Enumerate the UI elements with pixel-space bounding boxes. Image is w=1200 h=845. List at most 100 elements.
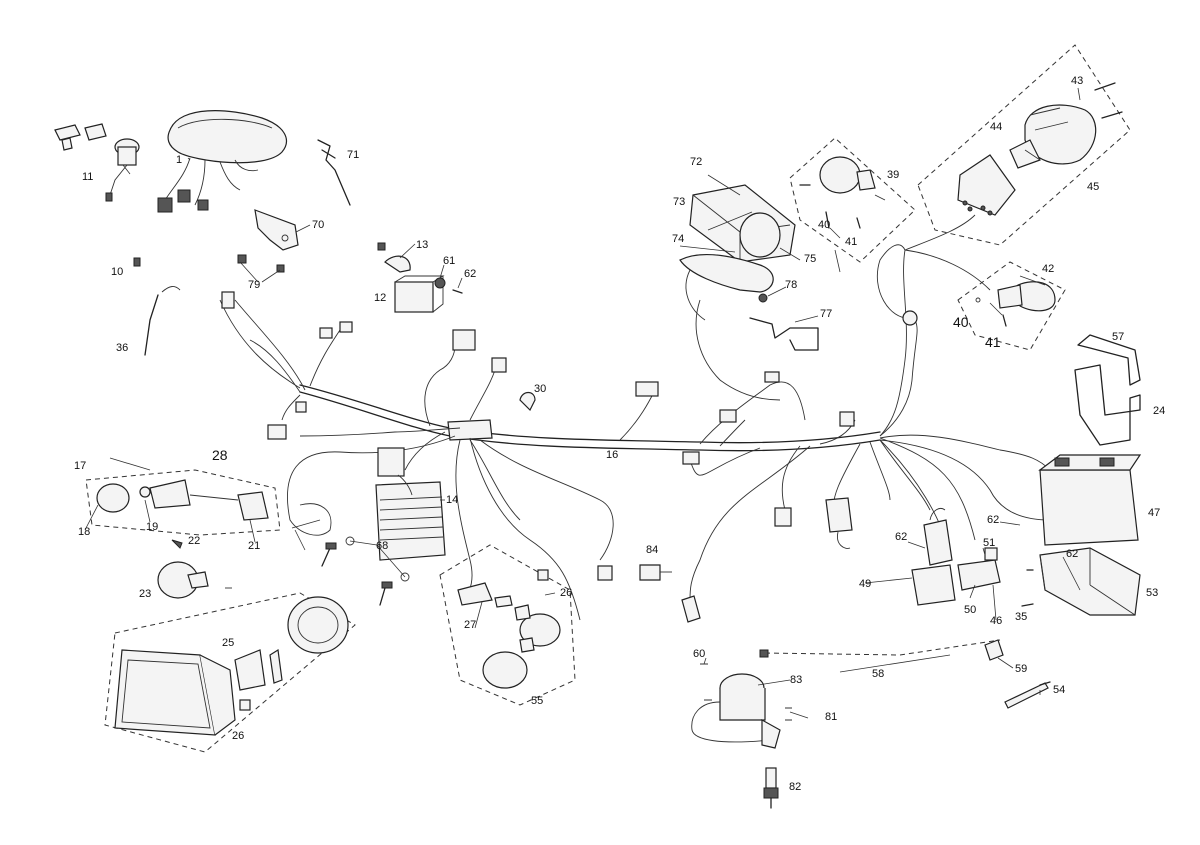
rear-indicator-group-42 — [902, 261, 1066, 351]
screw-35 — [1021, 569, 1034, 607]
label-70: 70 — [312, 219, 324, 231]
label-1: 1 — [176, 154, 182, 166]
horn-23 — [157, 539, 232, 599]
label-62-d: 62 — [1066, 548, 1078, 560]
bracket-70 — [254, 209, 299, 251]
label-71: 71 — [347, 149, 359, 161]
label-35: 35 — [1015, 611, 1027, 623]
label-19: 19 — [146, 521, 158, 533]
strap-54 — [1004, 681, 1051, 709]
label-43: 43 — [1071, 75, 1083, 87]
headlamp-group — [104, 592, 356, 753]
relay-12 — [394, 275, 445, 313]
nuts-79 — [237, 254, 285, 273]
label-17: 17 — [74, 460, 86, 472]
rear-indicator-group-39 — [789, 137, 916, 263]
label-44: 44 — [990, 121, 1002, 133]
label-59: 59 — [1015, 663, 1027, 675]
battery-tray-53 — [1039, 547, 1141, 616]
label-26-b: 26 — [560, 587, 572, 599]
label-42: 42 — [1042, 263, 1054, 275]
label-40-b: 40 — [953, 314, 969, 330]
regulator-14 — [375, 447, 446, 561]
label-36: 36 — [116, 342, 128, 354]
bracket-77 — [749, 293, 819, 351]
label-54: 54 — [1053, 684, 1065, 696]
label-21: 21 — [248, 540, 260, 552]
label-28: 28 — [212, 447, 228, 463]
screws-68 — [321, 536, 410, 606]
leader-lines — [85, 87, 1081, 719]
wire-36 — [144, 286, 181, 356]
label-40-a: 40 — [818, 219, 830, 231]
cable-58 — [759, 639, 1004, 661]
grommet-61 — [434, 277, 446, 289]
label-24: 24 — [1153, 405, 1165, 417]
label-72: 72 — [690, 156, 702, 168]
connector-cluster-top — [221, 291, 855, 527]
label-81: 81 — [825, 711, 837, 723]
label-77: 77 — [820, 308, 832, 320]
label-78: 78 — [785, 279, 797, 291]
label-53: 53 — [1146, 587, 1158, 599]
label-22: 22 — [188, 535, 200, 547]
battery-cover-24 — [1074, 364, 1141, 446]
label-47: 47 — [1148, 507, 1160, 519]
label-25-a: 25 — [222, 637, 234, 649]
label-73: 73 — [673, 196, 685, 208]
label-13: 13 — [416, 239, 428, 251]
label-57: 57 — [1112, 331, 1124, 343]
label-39: 39 — [887, 169, 899, 181]
strap-57 — [1077, 334, 1141, 386]
label-68: 68 — [376, 540, 388, 552]
label-16: 16 — [606, 449, 618, 461]
label-50: 50 — [964, 604, 976, 616]
label-79: 79 — [248, 279, 260, 291]
label-41-b: 41 — [985, 334, 1001, 350]
label-75: 75 — [804, 253, 816, 265]
sensor-84 — [639, 564, 672, 581]
front-indicator-group-28 — [85, 469, 281, 536]
label-55: 55 — [531, 695, 543, 707]
indicator-group-55 — [439, 544, 576, 706]
label-18: 18 — [78, 526, 90, 538]
label-74: 74 — [672, 233, 684, 245]
label-45: 45 — [1087, 181, 1099, 193]
label-10: 10 — [111, 266, 123, 278]
label-27: 27 — [464, 619, 476, 631]
label-60: 60 — [693, 648, 705, 660]
label-26-a: 26 — [232, 730, 244, 742]
bulb-10 — [133, 257, 141, 267]
label-30: 30 — [534, 383, 546, 395]
label-49: 49 — [859, 578, 871, 590]
label-62-a: 62 — [464, 268, 476, 280]
part-labels: 1 11 71 70 79 10 36 13 61 62 12 30 16 14… — [74, 75, 1165, 793]
label-11: 11 — [82, 171, 93, 183]
label-23: 23 — [139, 588, 151, 600]
starter-relay-49 — [911, 508, 956, 606]
ignition-coil-83 — [691, 663, 792, 749]
label-61: 61 — [443, 255, 455, 267]
label-83: 83 — [790, 674, 802, 686]
tail-light-group-43 — [917, 44, 1131, 246]
label-46: 46 — [990, 615, 1002, 627]
label-62-b: 62 — [987, 514, 999, 526]
label-12: 12 — [374, 292, 386, 304]
flasher-13 — [377, 242, 411, 273]
cdi-unit-72 — [679, 184, 796, 293]
connector-lower — [597, 565, 701, 623]
instrument-cluster — [157, 110, 287, 213]
bracket-71 — [317, 139, 351, 206]
label-82: 82 — [789, 781, 801, 793]
main-harness — [219, 214, 1051, 621]
label-62-c: 62 — [895, 531, 907, 543]
sensor-coil — [825, 497, 853, 549]
spark-plug-82 — [763, 767, 779, 809]
label-58: 58 — [872, 668, 884, 680]
label-14: 14 — [446, 494, 458, 506]
label-84: 84 — [646, 544, 658, 556]
battery-47 — [1038, 454, 1142, 546]
label-51: 51 — [983, 537, 995, 549]
fuse-holder-50 — [957, 547, 1001, 591]
